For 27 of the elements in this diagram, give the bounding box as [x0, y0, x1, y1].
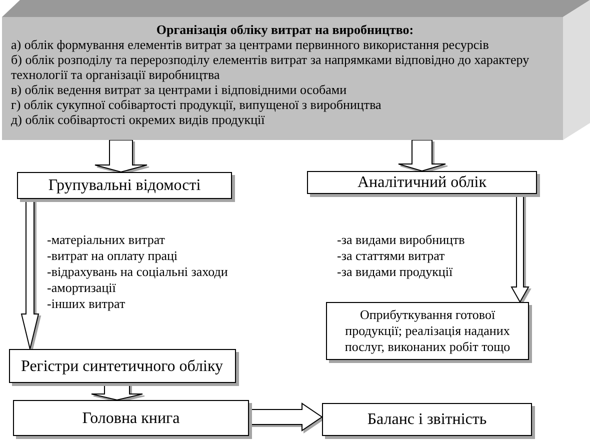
list-item: -витрат на оплату праці — [47, 248, 178, 264]
list-item: а) облік формування елементів витрат за центрами первинного використання ресурсів — [11, 37, 490, 52]
node-label: Головна книга — [82, 408, 180, 428]
list-item: -матеріальних витрат — [47, 232, 165, 248]
list-item: д) облік собівартості окремих видів продукції — [11, 112, 266, 127]
node-label: Аналітичний облік — [357, 173, 487, 192]
list-item: -за статтями витрат — [337, 248, 445, 264]
node-label: Групувальні відомості — [48, 176, 201, 195]
list-item: в) облік ведення витрат за центрами і відповідними особами — [11, 82, 348, 97]
list-item: г) облік сукупної собівартості продукції, випущеної з виробництва — [11, 97, 382, 112]
list-item: -за видами виробництв — [337, 232, 465, 248]
list-item: -за видами продукції — [337, 264, 453, 280]
list-item: -відрахувань на соціальні заходи — [47, 264, 228, 280]
heading: Організація обліку витрат на виробництво: — [155, 22, 415, 37]
node-label: Регістри синтетичного обліку — [21, 356, 224, 376]
block-arrow — [398, 140, 446, 172]
list-item: -амортизації — [47, 280, 116, 296]
process-box — [17, 172, 232, 199]
node-label: Оприбуткування готової продукції; реалізація наданих послуг, виконаних робіт тощо — [344, 307, 512, 355]
list-item: -інших витрат — [47, 296, 126, 312]
block-arrow — [94, 140, 148, 173]
process-box — [9, 349, 236, 383]
node-label: Баланс і звітність — [367, 410, 487, 429]
process-box — [322, 403, 532, 436]
process-box — [307, 171, 537, 194]
process-box — [13, 400, 249, 436]
process-box — [326, 302, 529, 360]
